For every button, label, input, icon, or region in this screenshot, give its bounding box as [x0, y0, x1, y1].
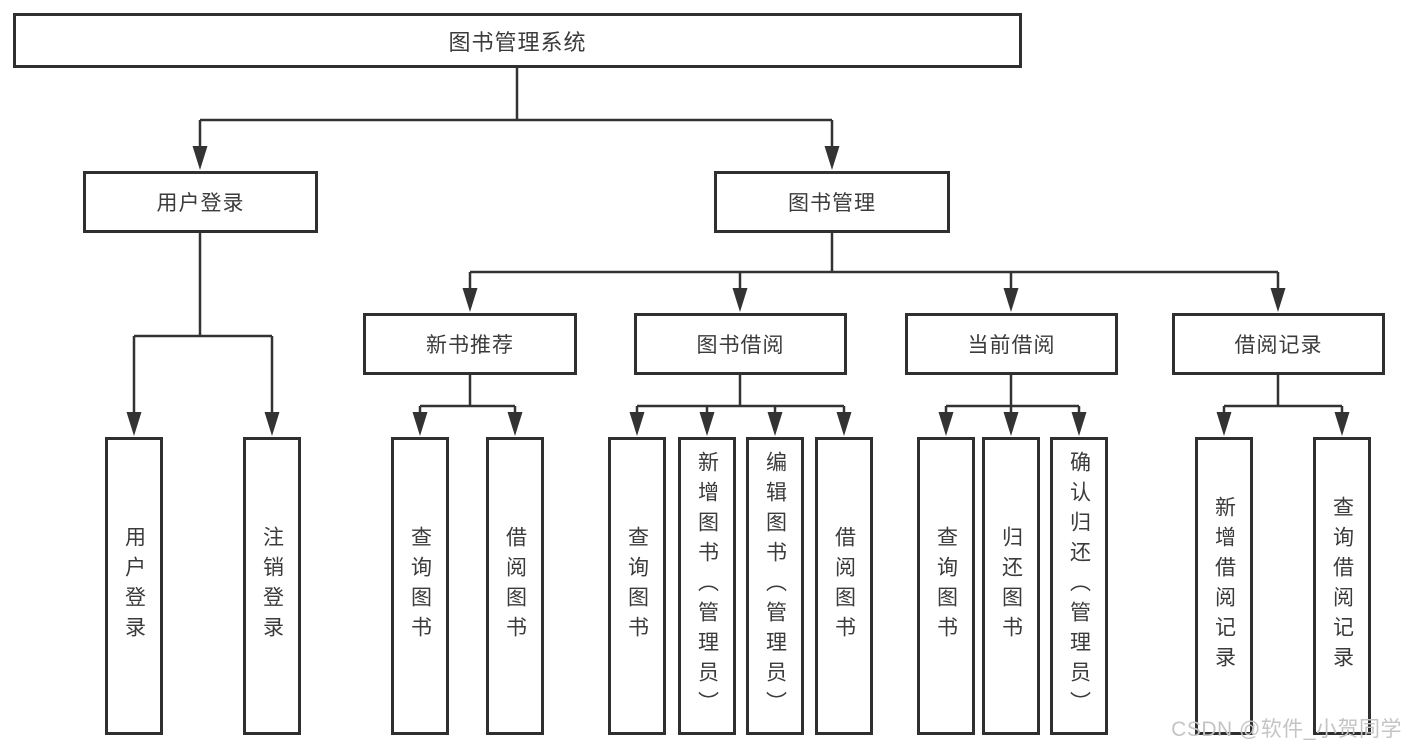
- node-book-borrow: 图书借阅: [634, 313, 847, 375]
- arrowheads: [126, 146, 1350, 436]
- node-leaf-br-add-record-label: 新增借阅记录: [1212, 496, 1236, 676]
- node-leaf-bb-add-books-label: 新增图书（管理员）: [695, 451, 719, 721]
- node-leaf-cb-query-books-label: 查询图书: [934, 526, 958, 646]
- node-leaf-logout-label: 注销登录: [260, 526, 284, 646]
- node-leaf-user-login: 用户登录: [105, 437, 163, 735]
- node-leaf-user-login-label: 用户登录: [122, 526, 146, 646]
- node-leaf-bb-query-books-label: 查询图书: [625, 526, 649, 646]
- node-leaf-bb-edit-books: 编辑图书（管理员）: [746, 437, 804, 735]
- node-current-borrow-label: 当前借阅: [967, 334, 1056, 357]
- node-current-borrow: 当前借阅: [905, 313, 1118, 375]
- node-leaf-bb-borrow-books-label: 借阅图书: [832, 526, 856, 646]
- node-book-borrow-label: 图书借阅: [696, 334, 785, 357]
- node-borrow-records-label: 借阅记录: [1234, 334, 1323, 357]
- node-leaf-br-query-record: 查询借阅记录: [1313, 437, 1371, 735]
- node-new-book-recommend-label: 新书推荐: [426, 334, 514, 357]
- node-leaf-cb-query-books: 查询图书: [917, 437, 975, 735]
- node-leaf-br-add-record: 新增借阅记录: [1195, 437, 1253, 735]
- node-new-book-recommend: 新书推荐: [363, 313, 577, 375]
- node-leaf-nr-query-books: 查询图书: [391, 437, 449, 735]
- node-leaf-nr-borrow-books-label: 借阅图书: [503, 526, 527, 646]
- node-library-system-label: 图书管理系统: [448, 29, 587, 55]
- node-leaf-nr-borrow-books: 借阅图书: [486, 437, 544, 735]
- node-leaf-bb-query-books: 查询图书: [608, 437, 666, 735]
- node-leaf-nr-query-books-label: 查询图书: [408, 526, 432, 646]
- node-leaf-bb-edit-books-label: 编辑图书（管理员）: [763, 451, 787, 721]
- node-borrow-records: 借阅记录: [1172, 313, 1385, 375]
- node-leaf-cb-return-books: 归还图书: [982, 437, 1040, 735]
- node-book-management-module: 图书管理: [714, 171, 950, 233]
- node-user-login-module-label: 用户登录: [156, 192, 245, 215]
- node-leaf-bb-add-books: 新增图书（管理员）: [678, 437, 736, 735]
- node-library-system: 图书管理系统: [13, 13, 1022, 68]
- node-leaf-cb-confirm-return: 确认归还（管理员）: [1050, 437, 1108, 735]
- csdn-watermark: CSDN @软件_小贺同学: [1171, 718, 1402, 741]
- node-book-management-module-label: 图书管理: [788, 192, 876, 215]
- node-leaf-br-query-record-label: 查询借阅记录: [1330, 496, 1354, 676]
- node-user-login-module: 用户登录: [83, 171, 318, 233]
- node-leaf-cb-confirm-return-label: 确认归还（管理员）: [1067, 451, 1091, 721]
- node-leaf-cb-return-books-label: 归还图书: [999, 526, 1023, 646]
- node-leaf-bb-borrow-books: 借阅图书: [815, 437, 873, 735]
- node-leaf-logout: 注销登录: [243, 437, 301, 735]
